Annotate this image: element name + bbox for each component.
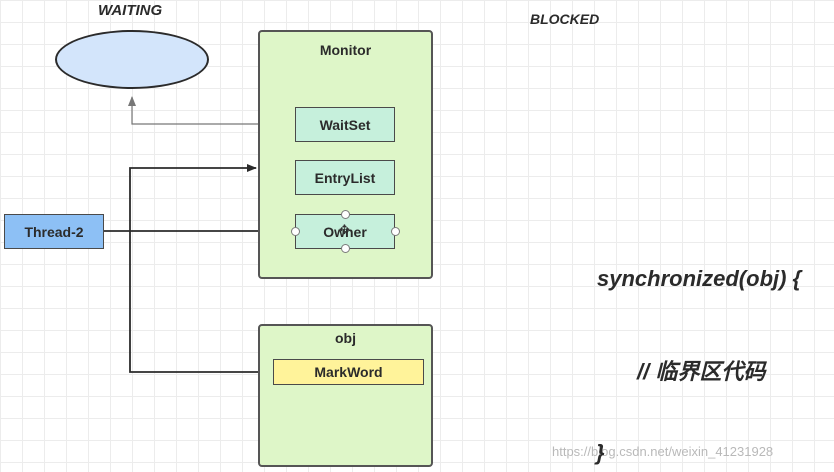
move-cursor-icon: ✥ — [339, 222, 350, 237]
obj-box[interactable]: obj — [258, 324, 433, 467]
code-line-synchronized: synchronized(obj) { — [597, 266, 802, 291]
waitset-cell[interactable]: WaitSet — [295, 107, 395, 142]
entrylist-label: EntryList — [314, 169, 376, 186]
markword-cell[interactable]: MarkWord — [273, 359, 424, 385]
obj-title: obj — [335, 330, 356, 346]
code-line-comment: // 临界区代码 — [637, 359, 766, 384]
watermark-text: https://blog.csdn.net/weixin_41231928 — [552, 444, 774, 459]
thread-2-label: Thread-2 — [24, 223, 84, 240]
markword-label: MarkWord — [314, 364, 383, 380]
waiting-ellipse[interactable] — [55, 30, 209, 89]
code-line-closing-brace: } — [596, 440, 605, 465]
markword-to-monitor-connector — [129, 164, 273, 373]
thread-2-cell[interactable]: Thread-2 — [4, 214, 104, 249]
owner-resize-handle-right[interactable] — [391, 227, 400, 236]
owner-resize-handle-left[interactable] — [291, 227, 300, 236]
owner-resize-handle-bottom[interactable] — [341, 244, 350, 253]
owner-label: Owner — [323, 223, 367, 240]
blocked-label: BLOCKED — [530, 11, 600, 27]
entrylist-cell[interactable]: EntryList — [295, 160, 395, 195]
owner-resize-handle-top[interactable] — [341, 210, 350, 219]
monitor-title: Monitor — [319, 42, 372, 58]
waiting-label: WAITING — [98, 2, 163, 19]
waitset-to-waiting-connector — [128, 96, 295, 125]
waitset-label: WaitSet — [319, 116, 371, 133]
